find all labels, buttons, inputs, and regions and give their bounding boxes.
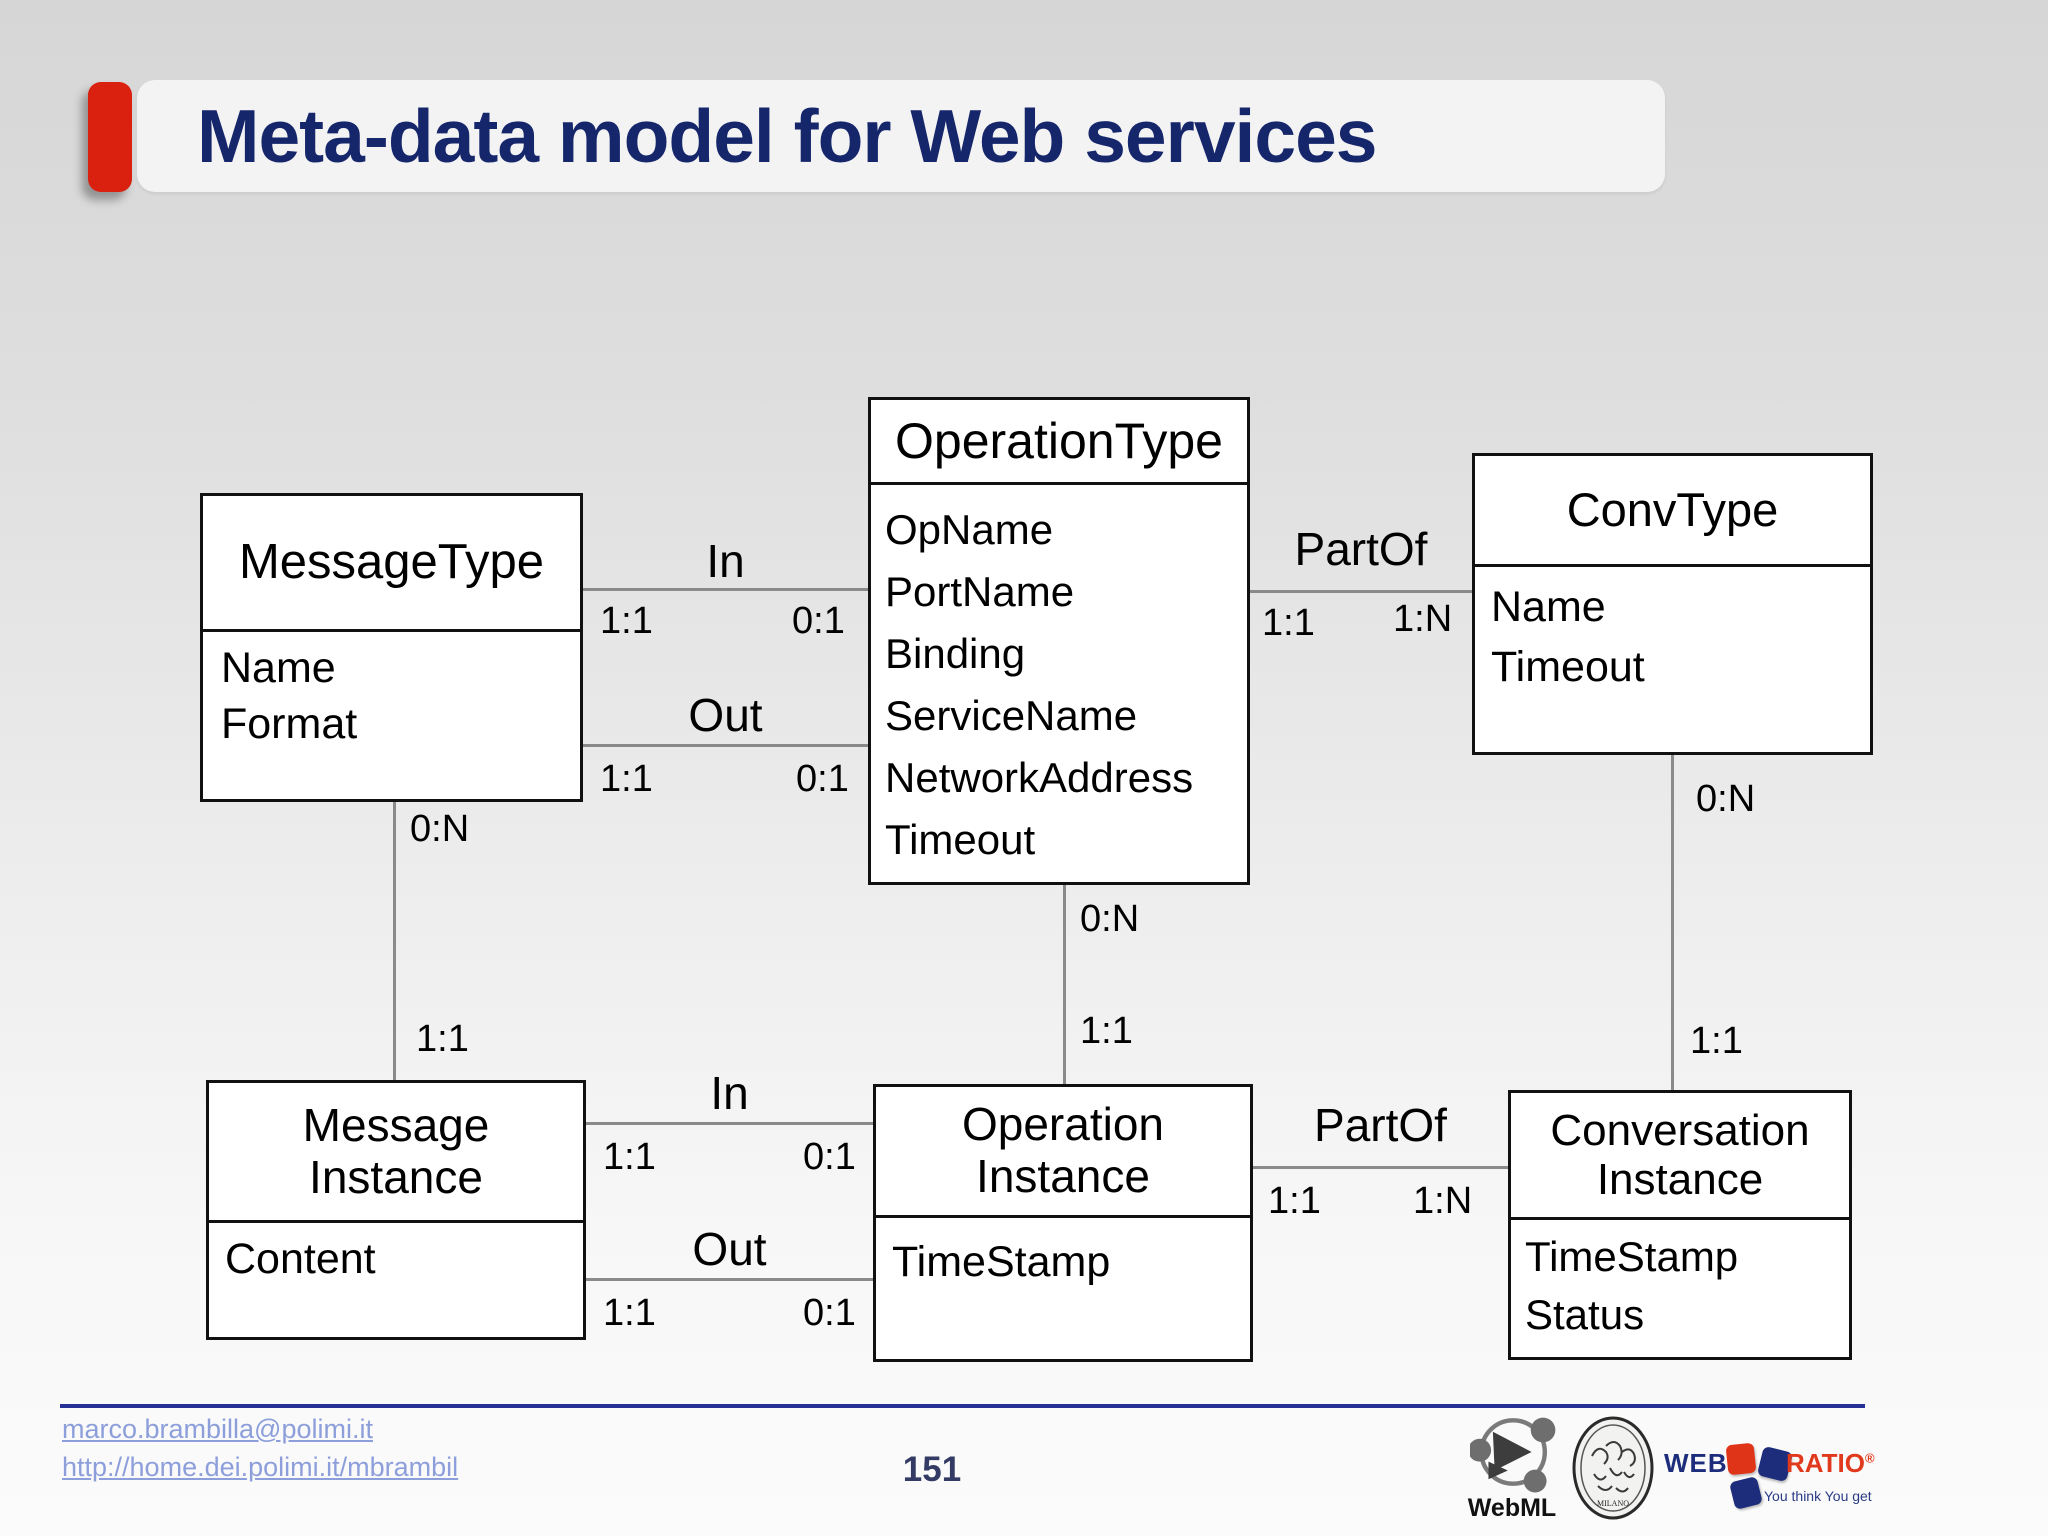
entity-operation-type: OperationType OpName PortName Binding Se…	[868, 397, 1250, 885]
footer-links: marco.brambilla@polimi.it http://home.de…	[62, 1410, 458, 1486]
cardinality-in-top-from: 1:1	[600, 600, 653, 642]
footer-divider-line	[60, 1404, 1865, 1408]
cardinality-conv-type-instance-to: 1:1	[1690, 1020, 1743, 1062]
cardinality-partof-bottom-from: 1:1	[1268, 1180, 1321, 1222]
relationship-label-out-bottom: Out	[692, 1223, 767, 1275]
entity-conv-type: ConvType Name Timeout	[1472, 453, 1873, 755]
relationship-line-operation-type-instance	[1063, 885, 1066, 1084]
homepage-link[interactable]: http://home.dei.polimi.it/mbrambil	[62, 1452, 459, 1482]
cardinality-out-top-from: 1:1	[600, 758, 653, 800]
cardinality-out-bottom-to: 0:1	[803, 1292, 856, 1334]
entity-attributes: Name Timeout	[1475, 567, 1870, 697]
entity-message-instance: Message Instance Content	[206, 1080, 586, 1340]
cardinality-in-bottom-to: 0:1	[803, 1136, 856, 1178]
relationship-line-partof-bottom	[1253, 1166, 1508, 1169]
relationship-label-in-top: In	[706, 535, 745, 587]
entity-header: OperationType	[871, 400, 1247, 485]
attribute-item: Timeout	[885, 816, 1036, 863]
relationship-label-partof-bottom: PartOf	[1314, 1099, 1447, 1151]
attribute-item: Name	[221, 644, 336, 692]
cardinality-message-type-instance-to: 1:1	[416, 1018, 469, 1060]
cardinality-message-type-instance-from: 0:N	[410, 808, 470, 850]
attribute-item: Name	[1491, 583, 1606, 631]
attribute-item: Timeout	[1491, 643, 1645, 691]
relationship-line-out-bottom	[586, 1278, 873, 1281]
email-link[interactable]: marco.brambilla@polimi.it	[62, 1414, 373, 1444]
entity-attributes: TimeStamp Status	[1511, 1220, 1849, 1344]
webratio-logo-ratio-text: RATIO®	[1786, 1448, 1875, 1479]
politecnico-di-milano-seal: MILANO	[1572, 1416, 1654, 1520]
relationship-line-out-top	[583, 744, 868, 747]
page-number: 151	[902, 1450, 962, 1489]
cardinality-operation-type-instance-to: 1:1	[1080, 1010, 1133, 1052]
cardinality-in-bottom-from: 1:1	[603, 1136, 656, 1178]
registered-trademark-icon: ®	[1864, 1450, 1875, 1466]
relationship-line-in-bottom	[586, 1122, 873, 1125]
relationship-line-conv-type-instance	[1671, 755, 1674, 1090]
entity-header: Operation Instance	[876, 1087, 1250, 1218]
title-bar: Meta-data model for Web services	[137, 80, 1665, 192]
attribute-item: PortName	[885, 568, 1075, 615]
attribute-item: Binding	[885, 630, 1026, 677]
webratio-logo-navy-square-bottom	[1729, 1476, 1763, 1510]
cardinality-out-bottom-from: 1:1	[603, 1292, 656, 1334]
webml-logo-label: WebML	[1467, 1494, 1557, 1522]
webratio-ratio-word: RATIO	[1786, 1448, 1865, 1478]
relationship-label-in-bottom: In	[710, 1067, 749, 1119]
entity-attributes: TimeStamp	[876, 1218, 1250, 1290]
cardinality-partof-bottom-to: 1:N	[1413, 1180, 1473, 1222]
cardinality-out-top-to: 0:1	[796, 758, 849, 800]
relationship-line-message-type-instance	[393, 802, 396, 1080]
attribute-item: Format	[221, 700, 358, 748]
attribute-item: Status	[1525, 1291, 1645, 1338]
entity-header: ConvType	[1475, 456, 1870, 567]
attribute-item: TimeStamp	[892, 1238, 1111, 1286]
webratio-logo-web-text: WEB	[1664, 1448, 1728, 1478]
cardinality-partof-top-from: 1:1	[1262, 602, 1315, 644]
cardinality-in-top-to: 0:1	[792, 600, 845, 642]
attribute-item: Content	[225, 1235, 376, 1283]
entity-message-type: MessageType Name Format	[200, 493, 583, 802]
attribute-item: OpName	[885, 506, 1054, 553]
svg-text:MILANO: MILANO	[1597, 1499, 1629, 1508]
page-title: Meta-data model for Web services	[197, 94, 1377, 178]
webratio-tagline: You think You get	[1764, 1488, 1872, 1504]
entity-attributes: Name Format	[203, 632, 580, 752]
attribute-item: NetworkAddress	[885, 754, 1194, 801]
cardinality-conv-type-instance-from: 0:N	[1696, 778, 1756, 820]
cardinality-partof-top-to: 1:N	[1393, 598, 1453, 640]
cardinality-operation-type-instance-from: 0:N	[1080, 898, 1140, 940]
red-accent-square	[88, 82, 132, 192]
attribute-item: TimeStamp	[1525, 1233, 1739, 1280]
entity-header: Conversation Instance	[1511, 1093, 1849, 1220]
entity-header: Message Instance	[209, 1083, 583, 1223]
entity-header: MessageType	[203, 496, 580, 632]
relationship-label-out-top: Out	[688, 689, 763, 741]
webratio-logo-red-square	[1725, 1442, 1757, 1476]
attribute-item: ServiceName	[885, 692, 1138, 739]
entity-conversation-instance: Conversation Instance TimeStamp Status	[1508, 1090, 1852, 1360]
webml-logo-icon	[1470, 1417, 1556, 1493]
entity-attributes: OpName PortName Binding ServiceName Netw…	[871, 485, 1247, 871]
entity-operation-instance: Operation Instance TimeStamp	[873, 1084, 1253, 1362]
relationship-line-in-top	[583, 588, 868, 591]
relationship-line-partof-top	[1250, 590, 1472, 593]
relationship-label-partof-top: PartOf	[1294, 523, 1428, 575]
entity-attributes: Content	[209, 1223, 583, 1287]
